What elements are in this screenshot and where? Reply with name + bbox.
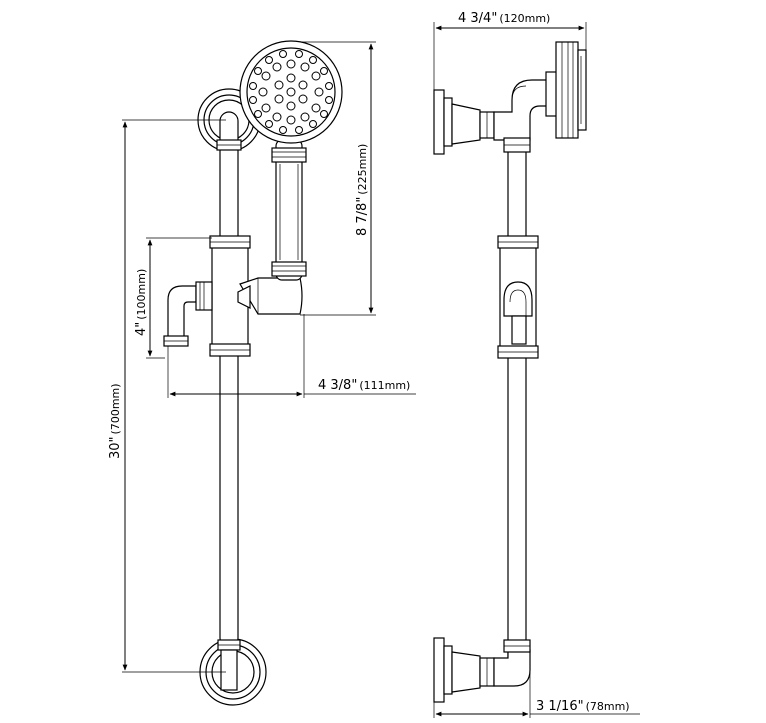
dimension-4-3-8in bbox=[167, 314, 416, 398]
side-bottom-wall-flange bbox=[433, 637, 495, 703]
handshower-head bbox=[239, 40, 343, 144]
dimension-8-7-8in bbox=[300, 41, 376, 316]
dimension-4-3-4in bbox=[433, 22, 587, 90]
label-top-width: 4 3/4"(120mm) bbox=[458, 11, 550, 26]
side-shower-head bbox=[545, 41, 587, 139]
water-elbow bbox=[163, 281, 213, 347]
handshower-handle bbox=[271, 139, 307, 281]
label-handshower-height: 8 7/8"(225mm) bbox=[355, 144, 370, 236]
slide-bar bbox=[216, 111, 242, 691]
side-bottom-elbow bbox=[493, 639, 531, 687]
label-elbow-height: 4"(100mm) bbox=[134, 269, 149, 336]
slider-body bbox=[209, 235, 251, 357]
spray-nozzles bbox=[249, 50, 333, 134]
side-slider bbox=[497, 235, 539, 359]
dimension-30in bbox=[122, 119, 226, 673]
dimension-4in bbox=[146, 237, 212, 359]
side-view bbox=[433, 41, 587, 703]
label-bar-length: 30"(700mm) bbox=[108, 383, 123, 459]
dimension-3-1-16in bbox=[433, 670, 640, 718]
side-top-elbow bbox=[493, 79, 557, 153]
front-view bbox=[163, 40, 343, 706]
label-wall-depth: 3 1/16"(78mm) bbox=[536, 699, 630, 714]
side-top-wall-flange bbox=[433, 89, 495, 155]
label-projection: 4 3/8"(111mm) bbox=[318, 378, 410, 393]
side-slide-bar bbox=[507, 149, 527, 661]
